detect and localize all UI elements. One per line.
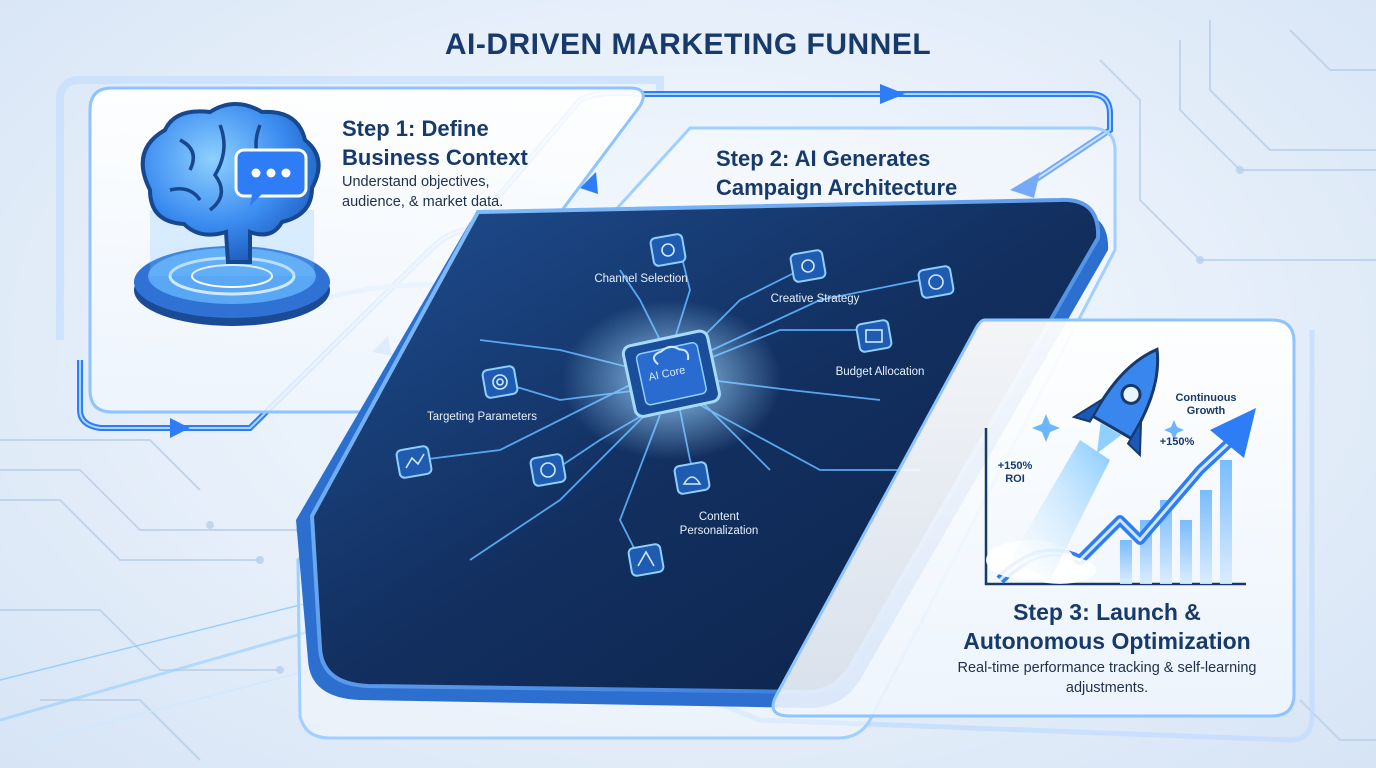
step1-description: Understand objectives, audience, & marke… <box>342 174 504 210</box>
channel-selection-icon <box>649 233 687 267</box>
dashboard-icon <box>627 543 665 577</box>
chart-label-growth-value: +150% <box>1159 436 1195 448</box>
page-title: AI-DRIVEN MARKETING FUNNEL <box>444 28 932 61</box>
node-icons <box>395 233 955 577</box>
targeting-parameters-icon <box>481 365 519 399</box>
chip-icon <box>621 329 721 418</box>
step1-title: Step 1: Define Business Context <box>342 116 528 170</box>
step3-title: Step 3: Launch & Autonomous Optimization <box>963 599 1251 654</box>
rocket-icon <box>1010 347 1160 580</box>
node-label-budget-allocation: Budget Allocation <box>835 366 925 378</box>
analytics-icon <box>395 445 433 479</box>
sparkle-icons <box>1032 414 1184 442</box>
chart-label-continuous-growth: Continuous Growth <box>1175 392 1237 417</box>
step3-description: Real-time performance tracking & self-le… <box>957 660 1257 696</box>
step3-panel <box>771 318 1296 718</box>
chat-bubble-icon <box>234 148 308 206</box>
background-circuit-traces <box>0 20 1376 761</box>
automation-icon <box>917 265 955 299</box>
content-personalization-icon <box>673 461 711 495</box>
growth-arrow-icon <box>1210 408 1256 458</box>
step2-title: Step 2: AI Generates Campaign Architectu… <box>716 146 958 200</box>
node-label-channel-selection: Channel Selection <box>594 273 688 285</box>
creative-strategy-icon <box>789 249 827 283</box>
node-label-creative-strategy: Creative Strategy <box>770 293 860 305</box>
security-icon <box>529 453 567 487</box>
node-label-content-personalization: Content Personalization <box>679 511 759 537</box>
node-icon-glyphs <box>405 243 944 567</box>
node-label-targeting-parameters: Targeting Parameters <box>427 411 537 423</box>
chart-label-roi: +150% ROI <box>997 460 1033 485</box>
budget-allocation-icon <box>855 319 893 353</box>
